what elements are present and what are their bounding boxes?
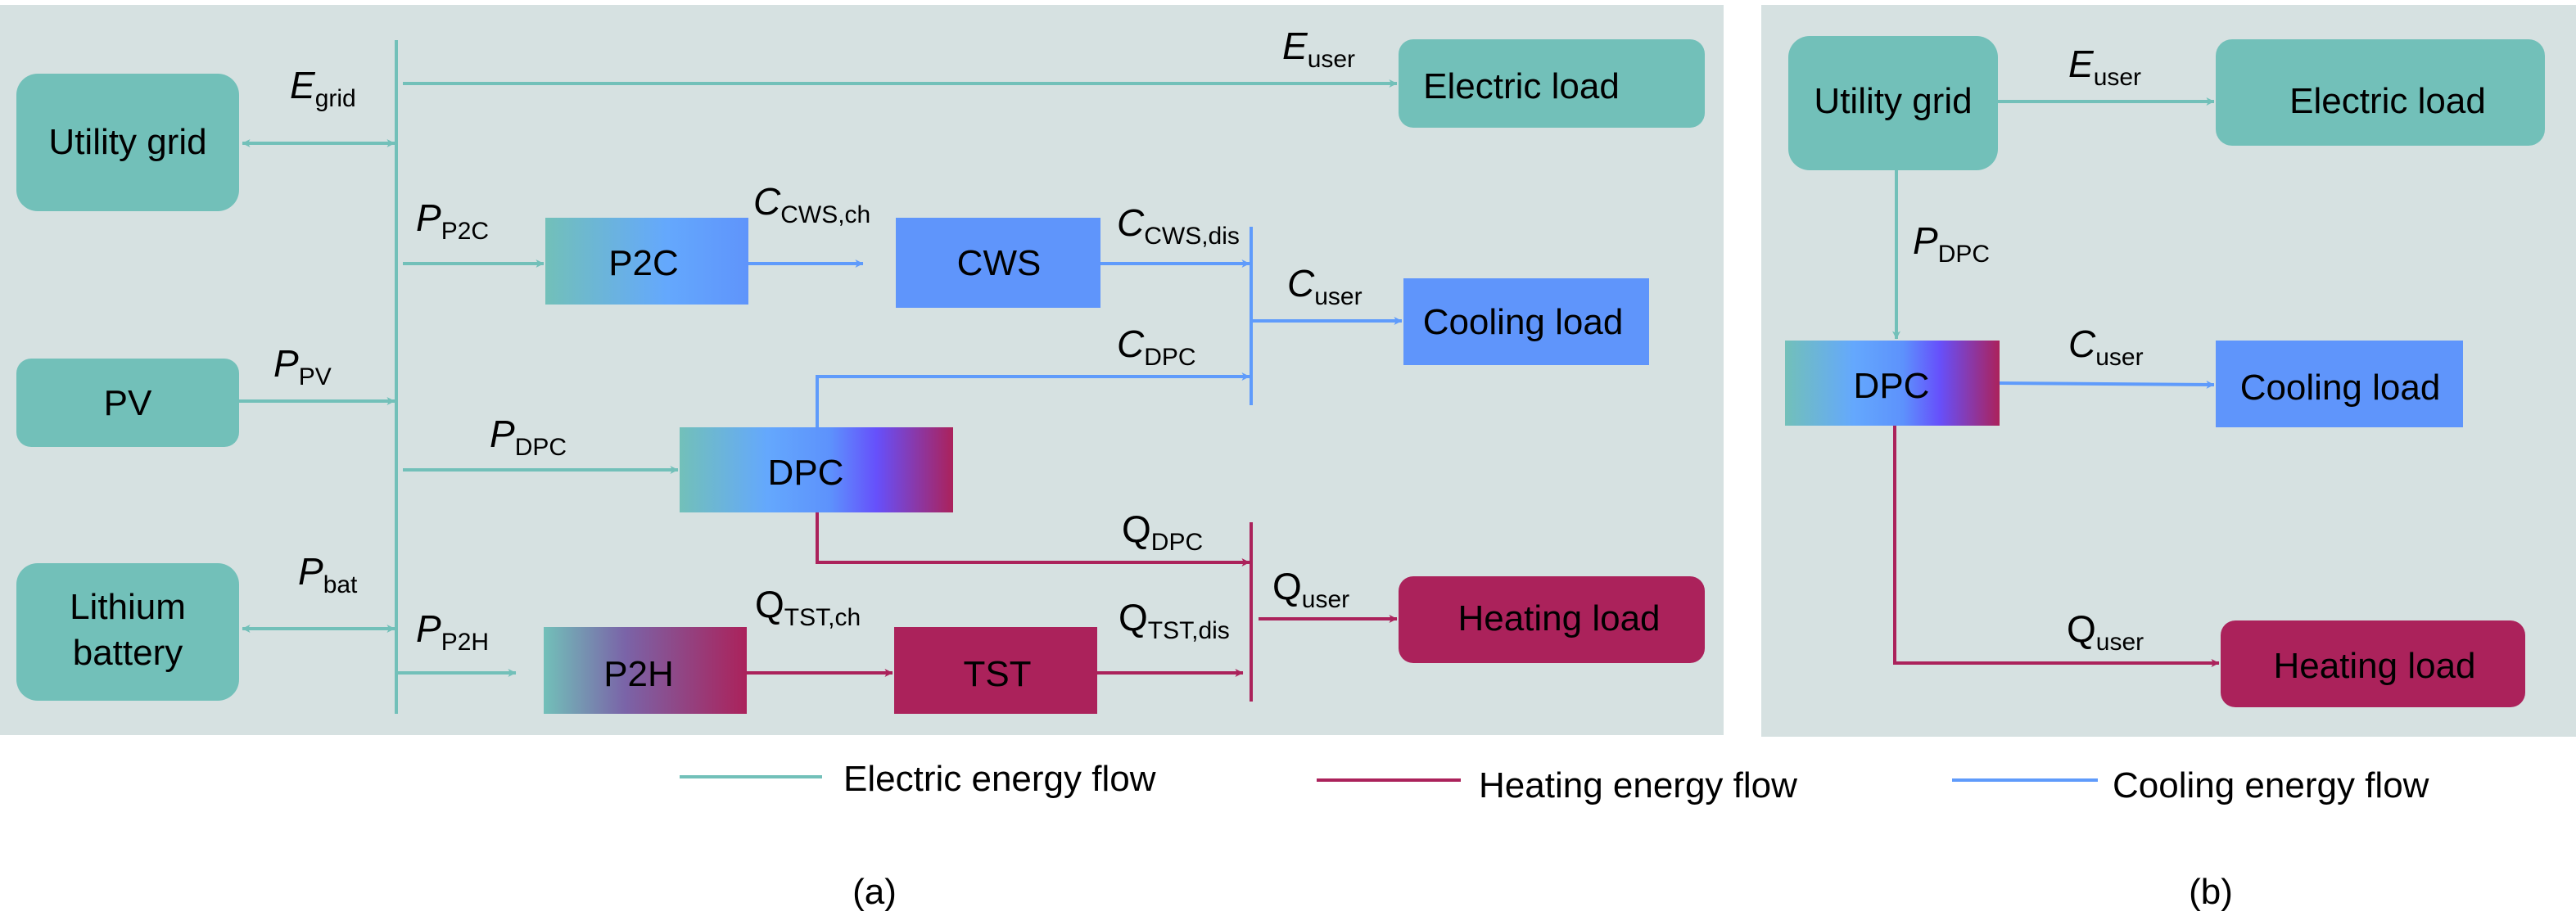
node-label: P2H xyxy=(603,654,674,694)
legend-item-electric: Electric energy flow xyxy=(680,759,1156,799)
label-q-user: Quser xyxy=(1272,565,1349,613)
legend-label: Cooling energy flow xyxy=(2113,765,2429,805)
label-p-dpc-b: PDPC xyxy=(1913,219,1990,268)
node-cooling-load-b: Cooling load xyxy=(2216,341,2463,427)
node-label: DPC xyxy=(768,453,844,493)
node-pv: PV xyxy=(16,359,239,447)
caption-a: (a) xyxy=(852,872,897,912)
label-e-grid: Egrid xyxy=(290,64,356,112)
node-label: Electric load xyxy=(2289,81,2486,121)
panel-b: Utility grid Euser Electric load PDPC DP… xyxy=(1785,36,2545,707)
arrow-c-user-b xyxy=(1999,380,2215,389)
node-utility-grid: Utility grid xyxy=(16,74,239,211)
node-label: Lithium xyxy=(70,587,186,627)
node-label: Heating load xyxy=(1457,598,1660,638)
node-label: Utility grid xyxy=(1814,81,1972,121)
arrow-q-dpc xyxy=(816,512,1250,566)
arrow-c-dpc xyxy=(816,372,1250,427)
label-c-user: Cuser xyxy=(1287,262,1363,310)
node-dpc: DPC xyxy=(680,427,953,512)
node-label: Utility grid xyxy=(48,122,206,162)
label-e-user-b: Euser xyxy=(2068,43,2141,91)
node-label: CWS xyxy=(957,243,1042,283)
label-q-tst-ch: QTST,ch xyxy=(755,583,861,631)
node-electric-load-b: Electric load xyxy=(2216,39,2545,146)
node-label: Heating load xyxy=(2273,646,2475,686)
legend: Electric energy flow Heating energy flow… xyxy=(680,759,2429,805)
label-q-user-b: Quser xyxy=(2067,607,2144,656)
node-cws: CWS xyxy=(896,218,1100,308)
legend-item-heating: Heating energy flow xyxy=(1317,765,1797,805)
label-p-dpc: PDPC xyxy=(490,413,567,461)
label-q-dpc: QDPC xyxy=(1122,508,1203,556)
node-label: Cooling load xyxy=(1423,302,1624,342)
legend-label: Electric energy flow xyxy=(843,759,1156,799)
node-label: P2C xyxy=(608,243,679,283)
label-p-p2c: PP2C xyxy=(416,196,489,245)
node-utility-grid-b: Utility grid xyxy=(1788,36,1998,170)
node-p2h: P2H xyxy=(544,627,747,714)
label-c-cws-dis: CCWS,dis xyxy=(1117,201,1240,250)
caption-b: (b) xyxy=(2189,872,2233,912)
node-lithium-battery: Lithium battery xyxy=(16,563,239,701)
label-p-p2h: PP2H xyxy=(416,607,489,656)
legend-item-cooling: Cooling energy flow xyxy=(1952,765,2429,805)
node-p2c: P2C xyxy=(545,218,748,305)
panel-a: Utility grid PV Lithium battery Egrid PP… xyxy=(16,25,1705,714)
node-label: Cooling load xyxy=(2240,368,2441,408)
label-e-user: Euser xyxy=(1282,25,1355,73)
node-cooling-load: Cooling load xyxy=(1403,278,1649,365)
arrow-q-user-b xyxy=(1893,426,2220,667)
label-c-dpc: CDPC xyxy=(1117,323,1196,371)
label-p-pv: PPV xyxy=(273,342,332,390)
node-heating-load-b: Heating load xyxy=(2221,620,2525,707)
legend-label: Heating energy flow xyxy=(1479,765,1797,805)
label-c-cws-ch: CCWS,ch xyxy=(753,180,870,228)
label-c-user-b: Cuser xyxy=(2068,323,2144,371)
node-electric-load: Electric load xyxy=(1399,39,1705,128)
node-tst: TST xyxy=(894,627,1097,714)
node-label: TST xyxy=(963,654,1031,694)
label-q-tst-dis: QTST,dis xyxy=(1119,596,1230,644)
node-label: Electric load xyxy=(1423,66,1620,106)
node-label: battery xyxy=(73,633,183,673)
node-label: DPC xyxy=(1854,366,1930,406)
node-dpc-b: DPC xyxy=(1785,341,2000,426)
node-label: PV xyxy=(104,383,152,423)
node-heating-load: Heating load xyxy=(1399,576,1705,663)
label-p-bat: Pbat xyxy=(298,550,358,598)
